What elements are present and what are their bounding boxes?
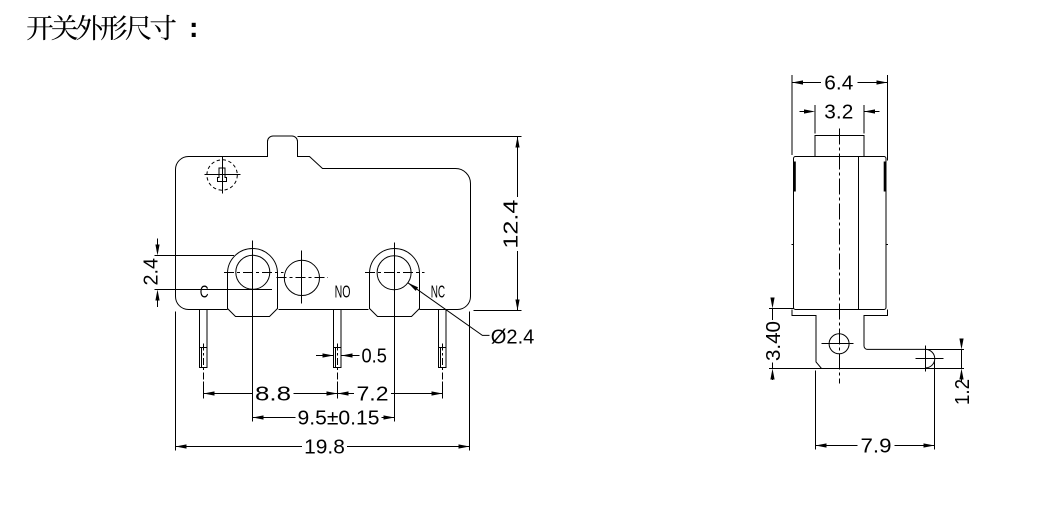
- svg-text:NC: NC: [431, 282, 445, 302]
- svg-text:12.4: 12.4: [501, 200, 523, 249]
- svg-text:9.5±0.15: 9.5±0.15: [298, 408, 380, 430]
- svg-text:2.4: 2.4: [141, 258, 163, 286]
- svg-text:C: C: [200, 282, 209, 302]
- svg-text:7.9: 7.9: [861, 436, 892, 458]
- svg-text:7.2: 7.2: [357, 384, 389, 406]
- svg-text:Ø2.4: Ø2.4: [491, 327, 535, 349]
- svg-text:19.8: 19.8: [304, 437, 345, 459]
- svg-text:3.40: 3.40: [763, 321, 785, 361]
- svg-text:8.8: 8.8: [255, 384, 291, 406]
- svg-text:6.4: 6.4: [824, 73, 853, 95]
- svg-text:NO: NO: [335, 282, 351, 302]
- svg-text:1.2: 1.2: [952, 379, 974, 405]
- svg-text:0.5: 0.5: [362, 346, 387, 368]
- svg-text:3.2: 3.2: [824, 102, 853, 124]
